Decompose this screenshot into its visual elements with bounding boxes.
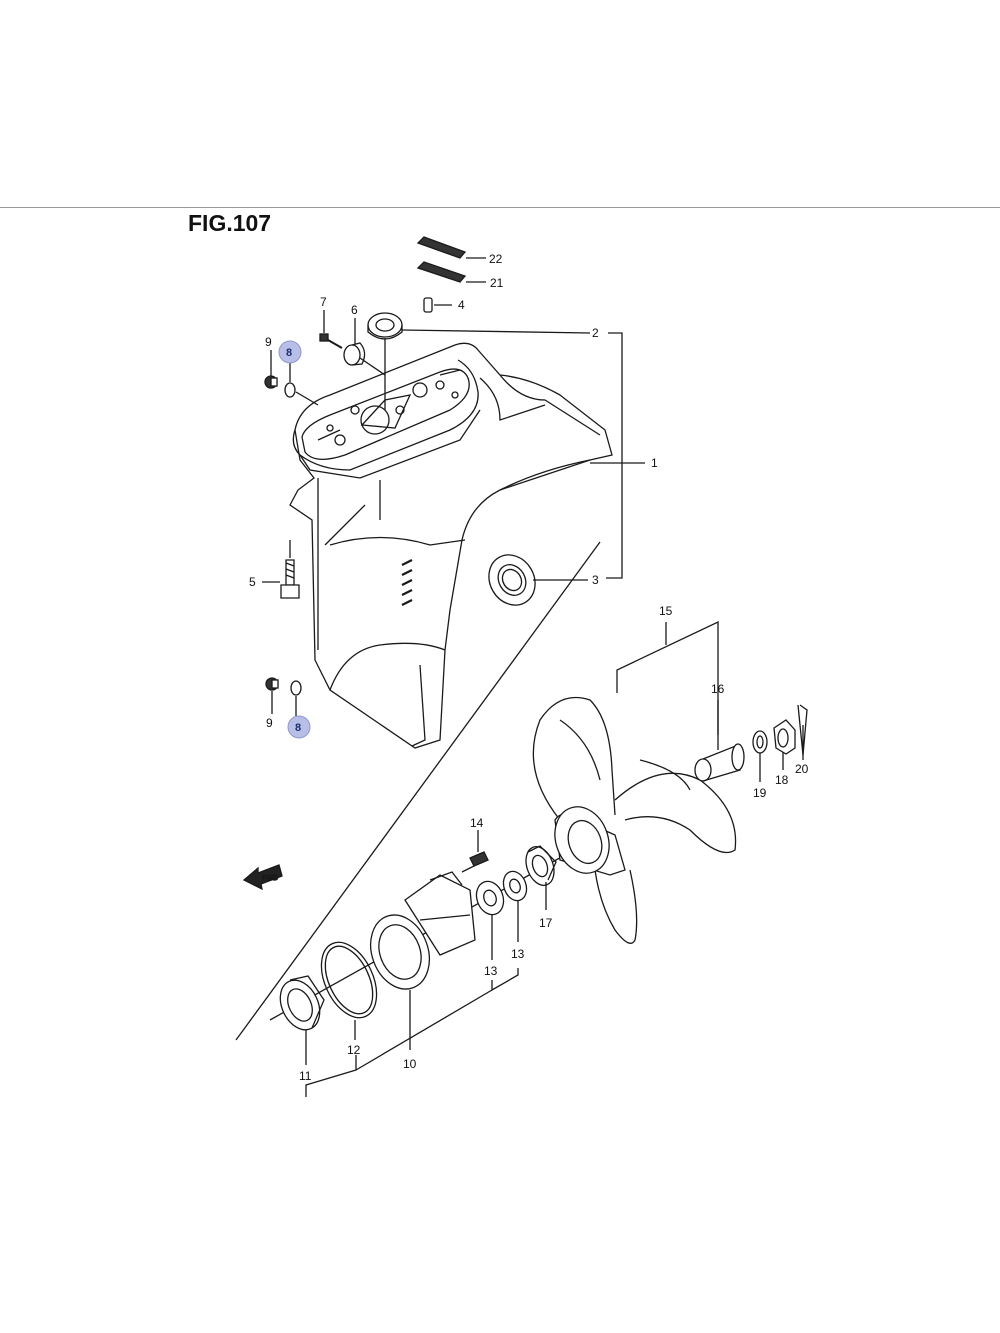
callout-22: 22: [489, 252, 503, 266]
bracket-11-12: [305, 1055, 357, 1097]
part-19-washer-hole: [756, 735, 764, 749]
part-9-plug-upper: [264, 375, 278, 389]
part-21-plate: [416, 261, 467, 283]
callout-2: 2: [592, 326, 599, 340]
callout-3: 3: [592, 573, 599, 587]
bracket-13: [491, 968, 519, 992]
callout-10: 10: [403, 1057, 417, 1071]
part-15-propeller: [532, 696, 737, 944]
callout-14: 14: [470, 816, 484, 830]
callout-16: 16: [711, 682, 725, 696]
top-divider: [0, 207, 1000, 208]
callout-8-upper: 8: [286, 347, 292, 359]
callout-11: 11: [299, 1069, 312, 1083]
part-8-washer-lower: [290, 680, 302, 696]
part-14-bolt: [461, 851, 489, 873]
part-7-screw: [319, 333, 343, 349]
callout-13b: 13: [511, 947, 525, 961]
figure-title: FIG.107: [188, 210, 272, 236]
part-17-thrust-washer: [525, 845, 557, 886]
callout-1: 1: [651, 456, 658, 470]
callout-13a: 13: [484, 964, 498, 978]
part-5-bolt: [280, 559, 300, 599]
part-12-o-ring-inner: [324, 945, 374, 1015]
bracket-2-3: [606, 332, 623, 579]
part-13-washer-a: [475, 880, 505, 916]
part-10-shaft-housing: [370, 871, 476, 990]
part-20-cotter-pin: [797, 704, 808, 756]
bracket-15: [616, 620, 719, 735]
leader-8-to-housing: [295, 391, 319, 406]
leader-2: [401, 329, 591, 334]
callout-17: 17: [539, 916, 553, 930]
part-11-seal: [279, 975, 325, 1031]
callout-21: 21: [490, 276, 504, 290]
part-6-sleeve: [343, 342, 366, 366]
leader-6b: [359, 357, 386, 376]
part-9-plug-lower: [265, 677, 279, 691]
callout-4: 4: [458, 298, 465, 312]
part-8-washer-upper: [284, 382, 296, 398]
part-3-bearing: [488, 554, 536, 606]
callout-9-lower: 9: [266, 716, 273, 730]
forward-arrow-icon: FWD: [242, 864, 283, 891]
part-19-washer: [752, 730, 768, 754]
callout-8-lower: 8: [295, 722, 301, 734]
centerline-left: [235, 541, 601, 1041]
callout-12: 12: [347, 1043, 361, 1057]
part-4-pin: [423, 297, 433, 313]
callout-9-upper: 9: [265, 335, 272, 349]
callout-6: 6: [351, 303, 358, 317]
part-2-bearing: [367, 312, 403, 340]
callout-19: 19: [753, 786, 767, 800]
bracket-main: [355, 989, 493, 1071]
gearcase-housing: [289, 342, 613, 749]
part-18-nut: [773, 719, 796, 755]
callout-20: 20: [795, 762, 809, 776]
part-22-plate: [416, 236, 467, 259]
callout-circle-8-lower: [287, 715, 311, 739]
callout-circle-8-upper: [278, 340, 302, 364]
part-12-o-ring: [320, 941, 378, 1019]
callout-5: 5: [249, 575, 256, 589]
part-13-washer-b: [502, 870, 528, 902]
callout-7: 7: [320, 295, 327, 309]
callout-15: 15: [659, 604, 673, 618]
callout-18: 18: [775, 773, 789, 787]
fwd-label: FWD: [262, 875, 278, 882]
part-16-bushing: [694, 743, 745, 782]
